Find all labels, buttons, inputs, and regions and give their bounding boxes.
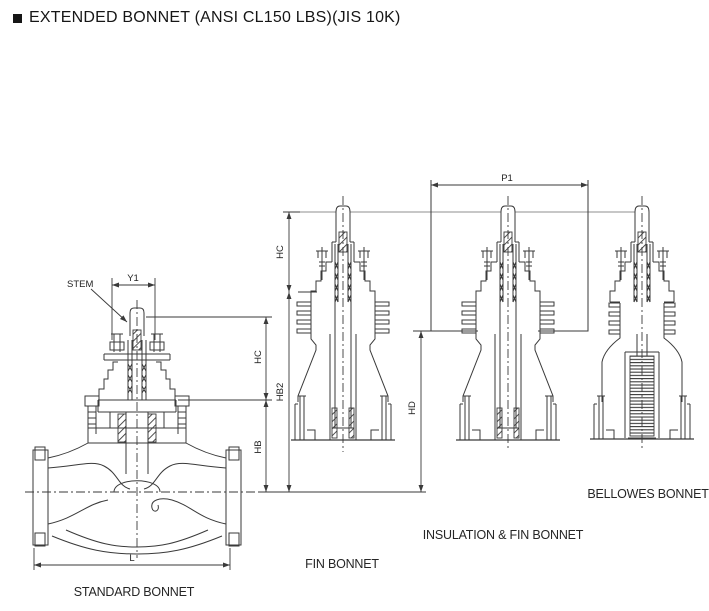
square-bullet-icon — [13, 14, 22, 23]
dimension-hc-standard: HC — [146, 316, 272, 401]
insulation-fin-bonnet-caption: INSULATION & FIN BONNET — [423, 528, 584, 542]
valve-body — [32, 442, 242, 555]
fin-bonnet-caption: FIN BONNET — [305, 557, 379, 571]
hb-label: HB — [253, 440, 264, 453]
hd-label: HD — [407, 401, 418, 415]
insulation-jacket-outline — [430, 180, 589, 332]
dimension-hb2: HB2 — [275, 292, 292, 492]
dimension-l: L — [33, 548, 231, 570]
dimension-hc-fin: HC — [275, 211, 317, 293]
hc-fin-label: HC — [275, 245, 286, 259]
dimension-y1: Y1 — [111, 273, 156, 340]
l-label: L — [129, 553, 134, 564]
stem-label: STEM — [67, 279, 93, 290]
hb2-label: HB2 — [275, 383, 286, 401]
bellows-bonnet-drawing: BELLOWES BONNET — [587, 196, 709, 501]
p1-label: P1 — [501, 173, 513, 184]
bonnet-body — [84, 361, 190, 445]
dimension-p1: P1 — [431, 173, 588, 188]
standard-bonnet-drawing: STEM Y1 HC HB L STANDARD BO — [32, 273, 272, 599]
page-title-text: EXTENDED BONNET (ANSI CL150 LBS)(JIS 10K… — [29, 9, 401, 26]
dimension-stem-leader: STEM — [67, 279, 128, 323]
fin-bonnet-drawing: HC HB2 FIN BONNET — [275, 196, 396, 571]
bellows-bonnet-caption: BELLOWES BONNET — [587, 487, 709, 501]
standard-bonnet-caption: STANDARD BONNET — [74, 585, 195, 599]
insulation-fin-bonnet-drawing: P1 HD INSULATION & FIN BONNET — [407, 173, 589, 542]
dimension-hd: HD — [407, 330, 431, 492]
page-title: EXTENDED BONNET (ANSI CL150 LBS)(JIS 10K… — [13, 9, 401, 27]
hc-label: HC — [253, 350, 264, 364]
dimension-hb: HB — [253, 400, 269, 492]
y1-label: Y1 — [127, 273, 139, 284]
stem-assembly — [103, 307, 171, 400]
